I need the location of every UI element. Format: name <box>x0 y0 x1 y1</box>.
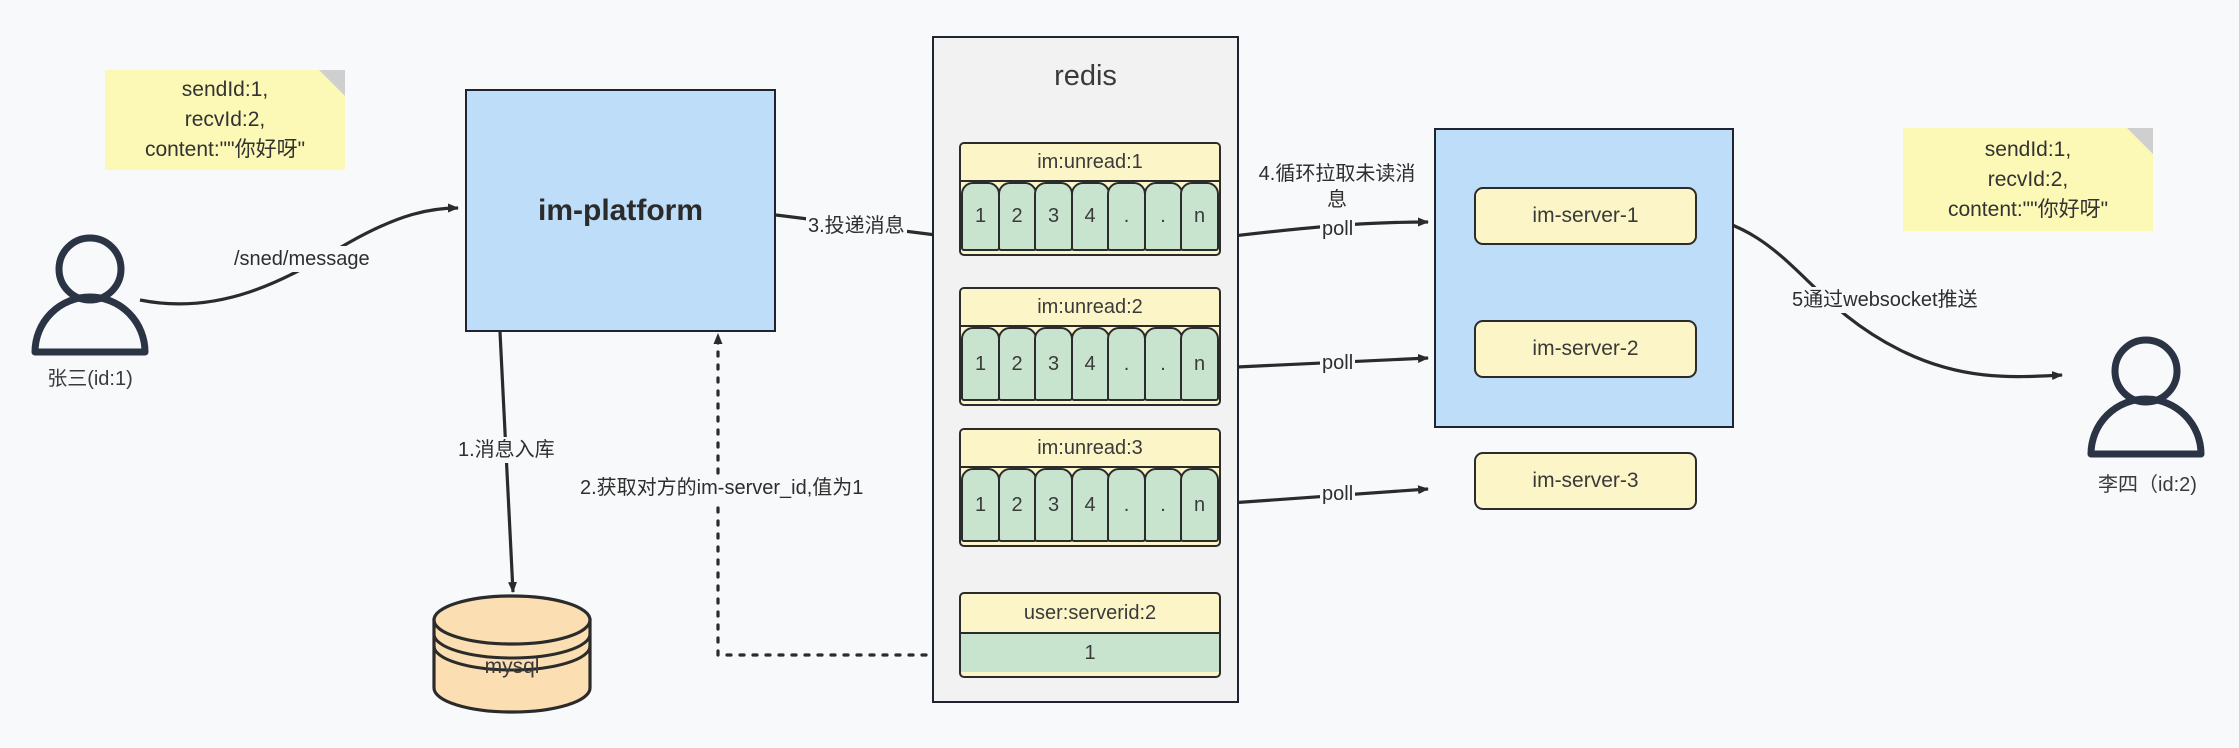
note-right: sendId:1, recvId:2, content:""你好呀" <box>1903 128 2153 231</box>
queue-cells: 1 2 3 4 . . n <box>961 468 1219 542</box>
redis-queue-im-unread-1[interactable]: im:unread:1 1 2 3 4 . . n <box>959 142 1221 256</box>
edge-label-poll-2: poll <box>1320 350 1356 376</box>
sender-label: 张三(id:1) <box>47 368 133 390</box>
queue-cell[interactable]: 2 <box>997 327 1037 401</box>
queue-cell[interactable]: 2 <box>997 468 1037 542</box>
edge-label-send-message: /sned/message <box>232 246 372 272</box>
kv-value-label: 1 <box>961 634 1219 672</box>
edge-label-poll-3: poll <box>1320 481 1356 507</box>
queue-cell[interactable]: 3 <box>1034 468 1073 542</box>
im-server-1-node[interactable]: im-server-1 <box>1474 187 1697 245</box>
im-server-1-label: im-server-1 <box>1532 204 1639 227</box>
im-server-2-label: im-server-2 <box>1532 337 1639 360</box>
queue-cell[interactable]: 2 <box>997 182 1037 251</box>
note-left: sendId:1, recvId:2, content:""你好呀" <box>105 70 345 170</box>
im-platform-label: im-platform <box>538 193 703 227</box>
queue-cell[interactable]: 4 <box>1070 182 1110 251</box>
note-right-text: sendId:1, recvId:2, content:""你好呀" <box>1947 137 2109 221</box>
queue-cell[interactable]: n <box>1180 182 1219 251</box>
queue-cell[interactable]: 1 <box>961 468 1000 542</box>
redis-kv-user-serverid[interactable]: user:serverid:2 1 <box>959 592 1221 678</box>
queue-cell[interactable]: 1 <box>961 182 1000 251</box>
queue-cell[interactable]: . <box>1143 327 1183 401</box>
queue-cell[interactable]: 4 <box>1070 327 1110 401</box>
queue-cell[interactable]: n <box>1180 327 1219 401</box>
edge-label-step1: 1.消息入库 <box>456 437 557 463</box>
note-fold-icon <box>2127 128 2153 154</box>
sender-actor-icon <box>31 234 149 356</box>
edge-label-step4: 4.循环拉取未读消息 <box>1255 161 1419 213</box>
kv-key-label: user:serverid:2 <box>961 594 1219 634</box>
note-fold-icon <box>319 70 345 96</box>
receiver-label: 李四（id:2) <box>2098 474 2197 496</box>
mysql-node[interactable]: mysql <box>434 655 590 685</box>
edge-label-step3: 3.投递消息 <box>806 213 907 239</box>
mysql-cylinder-icon <box>432 594 592 714</box>
queue-cell[interactable]: . <box>1107 468 1146 542</box>
queue-cell[interactable]: . <box>1107 327 1146 401</box>
queue-key-label: im:unread:1 <box>961 144 1219 182</box>
queue-cell[interactable]: . <box>1143 182 1183 251</box>
im-server-cluster <box>1434 128 1734 428</box>
im-server-3-node[interactable]: im-server-3 <box>1474 452 1697 510</box>
note-left-text: sendId:1, recvId:2, content:""你好呀" <box>144 78 306 161</box>
queue-cell[interactable]: n <box>1180 468 1219 542</box>
queue-cell[interactable]: 4 <box>1070 468 1110 542</box>
redis-title: redis <box>1054 60 1117 92</box>
im-server-2-node[interactable]: im-server-2 <box>1474 320 1697 378</box>
edge-label-poll-1: poll <box>1320 216 1356 242</box>
im-server-3-label: im-server-3 <box>1532 469 1639 492</box>
mysql-label: mysql <box>484 655 540 678</box>
queue-key-label: im:unread:2 <box>961 289 1219 327</box>
queue-cells: 1 2 3 4 . . n <box>961 327 1219 401</box>
queue-cell[interactable]: . <box>1143 468 1183 542</box>
edge-label-step5: 5通过websocket推送 <box>1790 287 1980 313</box>
queue-cell[interactable]: 1 <box>961 327 1000 401</box>
queue-cell[interactable]: . <box>1107 182 1146 251</box>
redis-queue-im-unread-3[interactable]: im:unread:3 1 2 3 4 . . n <box>959 428 1221 547</box>
queue-cell[interactable]: 3 <box>1034 182 1073 251</box>
redis-queue-im-unread-2[interactable]: im:unread:2 1 2 3 4 . . n <box>959 287 1221 406</box>
queue-key-label: im:unread:3 <box>961 430 1219 468</box>
queue-cell[interactable]: 3 <box>1034 327 1073 401</box>
receiver-actor-icon <box>2087 336 2205 458</box>
im-platform-node[interactable]: im-platform <box>465 89 776 332</box>
queue-cells: 1 2 3 4 . . n <box>961 182 1219 251</box>
edge-label-step2: 2.获取对方的im-server_id,值为1 <box>578 475 866 501</box>
